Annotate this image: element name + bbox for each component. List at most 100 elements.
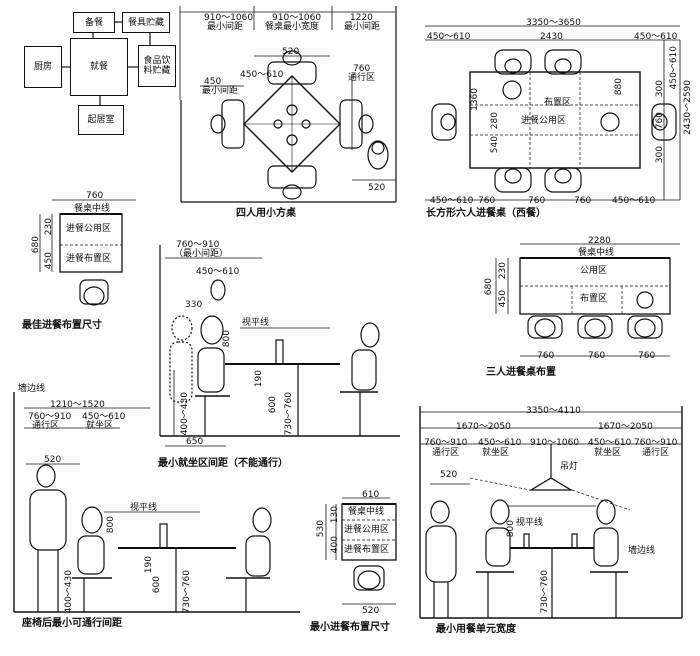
unit-caption: 最小用餐单元宽度 — [436, 624, 516, 635]
min-seating-elevation — [159, 245, 400, 447]
unit-dim-760-910-right: 760～910 — [634, 438, 678, 448]
dim-3350-3650: 3350～3650 — [526, 18, 581, 28]
flow-box-food-storage: 食品饮料贮藏 — [138, 45, 176, 87]
best-dim-450: 450 — [44, 252, 54, 270]
min-unit-width-elevation — [419, 406, 683, 619]
best-dim-230: 230 — [44, 218, 54, 236]
seat-dim-400-430: 400～430 — [180, 392, 190, 436]
three-dim-2280: 2280 — [588, 236, 611, 246]
dim-450-610-right-vertical: 450～610 — [669, 46, 679, 90]
dim-760-vertical: 760 — [655, 112, 665, 130]
flow-box-tableware-label: 餐具贮藏 — [127, 17, 164, 28]
pass-caption: 座椅后最小可通行间距 — [22, 618, 122, 629]
best-placement-plan — [39, 199, 136, 306]
dim-pass-zone: 通行区 — [348, 73, 376, 83]
flow-box-dining: 就餐 — [70, 38, 128, 96]
unit-lamp: 吊灯 — [560, 462, 579, 472]
minplace-dim-520: 520 — [362, 606, 380, 616]
six-person-table-plan — [425, 25, 681, 201]
dim-540: 540 — [490, 136, 500, 154]
seat-dim-600: 600 — [268, 396, 278, 414]
unit-dim-730-760: 730～760 — [540, 570, 550, 614]
flow-box-prep-label: 备餐 — [84, 17, 103, 28]
dim-760-b: 760 — [528, 196, 546, 206]
unit-pass-right: 通行区 — [642, 448, 670, 458]
pass-dim-520: 520 — [44, 455, 62, 465]
pass-dim-400-430: 400～430 — [64, 570, 74, 614]
dim-450-610-bottom: 450～610 — [430, 196, 474, 206]
pass-wall-line: 墙边线 — [18, 384, 46, 394]
flow-box-kitchen-label: 厨房 — [33, 62, 52, 72]
three-dim-760-b: 760 — [588, 351, 606, 361]
pass-dim-760-910: 760～910 — [28, 412, 72, 422]
seat-dim-800: 800 — [222, 330, 232, 348]
dim-300: 300 — [655, 80, 665, 98]
zone-public: 进餐公用区 — [521, 116, 567, 126]
flow-box-tableware: 餐具贮藏 — [122, 12, 170, 33]
pass-dim-450-610: 450～610 — [82, 412, 126, 422]
dim-table-min-width: 餐桌最小宽度 — [265, 22, 320, 32]
min-seat-caption: 最小就坐区间距（不能通行） — [158, 458, 288, 469]
dim-300-b: 300 — [655, 146, 665, 164]
pass-dim-600: 600 — [152, 576, 162, 594]
unit-dim-450-610-right: 450～610 — [588, 438, 632, 448]
min-placement-plan — [325, 497, 397, 605]
pass-dim-190: 190 — [144, 556, 154, 574]
dim-min-gap-c: 最小间距 — [202, 86, 239, 96]
minplace-caption: 最小进餐布置尺寸 — [310, 622, 390, 633]
dim-450: 450 — [204, 77, 222, 87]
three-person-table-plan — [495, 243, 680, 357]
six-table-caption: 长方形六人进餐桌（西餐） — [426, 208, 546, 219]
dim-2430: 2430 — [540, 32, 563, 42]
pass-zone-label: 通行区 — [32, 421, 60, 431]
seat-sight-line: 视平线 — [242, 318, 270, 328]
minplace-dim-610: 610 — [362, 490, 380, 500]
seat-dim-330: 330 — [185, 300, 203, 310]
dim-760: 760 — [353, 64, 371, 74]
dim-min-gap-b: 最小间距 — [344, 22, 381, 32]
pass-dim-1210-1520: 1210～1520 — [50, 400, 105, 410]
pass-dim-730-760: 730～760 — [182, 570, 192, 614]
dim-910-1060: 910～1060 — [204, 13, 254, 23]
minplace-dim-400: 400 — [330, 536, 340, 554]
minplace-dim-530: 530 — [316, 520, 326, 538]
seat-dim-650: 650 — [186, 437, 204, 447]
flow-box-prep: 备餐 — [73, 12, 115, 33]
flow-box-food-storage-label: 食品饮料贮藏 — [143, 56, 171, 76]
three-table-center: 餐桌中线 — [578, 248, 615, 258]
best-public-zone: 进餐公用区 — [66, 224, 112, 234]
four-person-table-plan — [179, 6, 397, 203]
seat-dim-190: 190 — [254, 370, 264, 388]
minplace-place-zone: 进餐布置区 — [344, 545, 390, 555]
dim-520: 520 — [282, 47, 300, 57]
flow-box-living: 起居室 — [78, 105, 124, 135]
three-dim-760-a: 760 — [537, 351, 555, 361]
seat-dim-730-760: 730～760 — [284, 392, 294, 436]
minplace-dim-130: 130 — [330, 506, 340, 524]
unit-wall-line: 墙边线 — [628, 546, 656, 556]
best-dim-680: 680 — [31, 236, 41, 254]
dim-760-a: 760 — [478, 196, 496, 206]
seat-dim-min-gap: （最小间距） — [174, 249, 229, 259]
best-place-zone: 进餐布置区 — [66, 254, 112, 264]
dim-450-610-right: 450～610 — [634, 32, 678, 42]
dim-450-610-left: 450～610 — [427, 32, 471, 42]
flow-box-kitchen: 厨房 — [24, 46, 62, 88]
pass-seat-zone: 就坐区 — [86, 421, 114, 431]
unit-dim-760-910-left: 760～910 — [424, 438, 468, 448]
minplace-public-zone: 进餐公用区 — [344, 525, 390, 535]
zone-place: 布置区 — [544, 98, 572, 108]
unit-pass-left: 通行区 — [432, 448, 460, 458]
pass-sight-line: 视平线 — [130, 503, 158, 513]
seat-dim-450-610: 450～610 — [196, 267, 240, 277]
unit-dim-910-1060: 910～1060 — [530, 438, 580, 448]
unit-sight-line: 视平线 — [516, 518, 544, 528]
unit-dim-3350-4110: 3350～4110 — [526, 406, 581, 416]
dim-280: 280 — [490, 112, 500, 130]
dim-450-610-bottom-right: 450～610 — [612, 196, 656, 206]
dim-1360: 1360 — [470, 88, 480, 111]
dim-520-b: 520 — [368, 183, 386, 193]
three-place-zone: 布置区 — [580, 294, 608, 304]
three-caption: 三人进餐桌布置 — [486, 367, 556, 378]
